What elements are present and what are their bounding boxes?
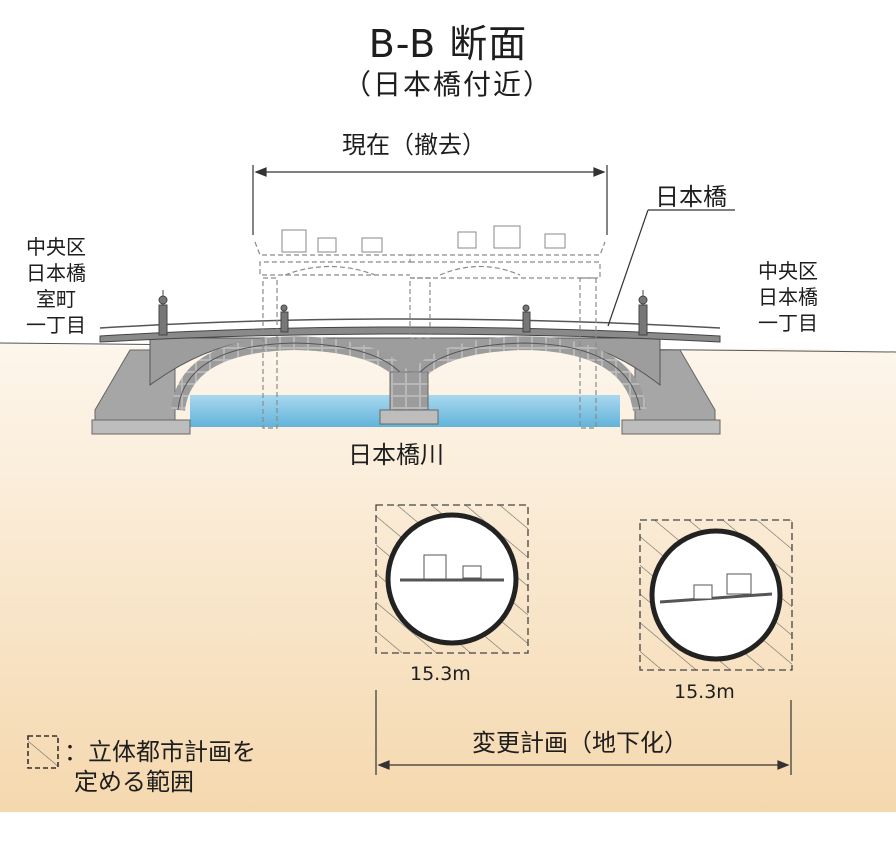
left-area-line: 中央区 xyxy=(26,235,86,259)
bridge-deck xyxy=(99,326,721,343)
tunnel-left xyxy=(375,504,529,654)
existing-expressway xyxy=(254,241,606,429)
title: B-B 断面 xyxy=(368,22,528,66)
legend-hatch-icon xyxy=(27,735,59,769)
tunnel-left-width: 15.3m xyxy=(410,663,471,685)
river-label: 日本橋川 xyxy=(348,441,444,469)
left-area-line: 室町 xyxy=(36,287,76,311)
tunnel-right xyxy=(639,519,793,671)
right-area-line: 一丁目 xyxy=(758,311,818,335)
dim-change-plan xyxy=(375,690,792,775)
right-area-line: 中央区 xyxy=(758,259,818,283)
left-area-label: 中央区 日本橋 室町 一丁目 xyxy=(18,234,94,338)
change-plan-label: 変更計画（地下化） xyxy=(472,729,688,757)
right-area-label: 中央区 日本橋 一丁目 xyxy=(748,258,828,336)
legend-text-1: ：立体都市計画を xyxy=(64,738,256,766)
right-area-line: 日本橋 xyxy=(758,285,818,309)
bridge-label: 日本橋 xyxy=(655,183,727,211)
legend-text-2: 定める範囲 xyxy=(74,768,194,796)
subtitle: （日本橋付近） xyxy=(342,68,553,101)
left-area-line: 日本橋 xyxy=(26,261,86,285)
tunnel-right-width: 15.3m xyxy=(674,681,735,703)
vehicles-current xyxy=(281,225,566,253)
bridge-leader-line xyxy=(607,209,649,327)
dim-current xyxy=(252,165,608,235)
left-area-line: 一丁目 xyxy=(26,313,86,337)
lamp-posts xyxy=(158,290,648,336)
current-label: 現在（撤去） xyxy=(342,131,486,159)
